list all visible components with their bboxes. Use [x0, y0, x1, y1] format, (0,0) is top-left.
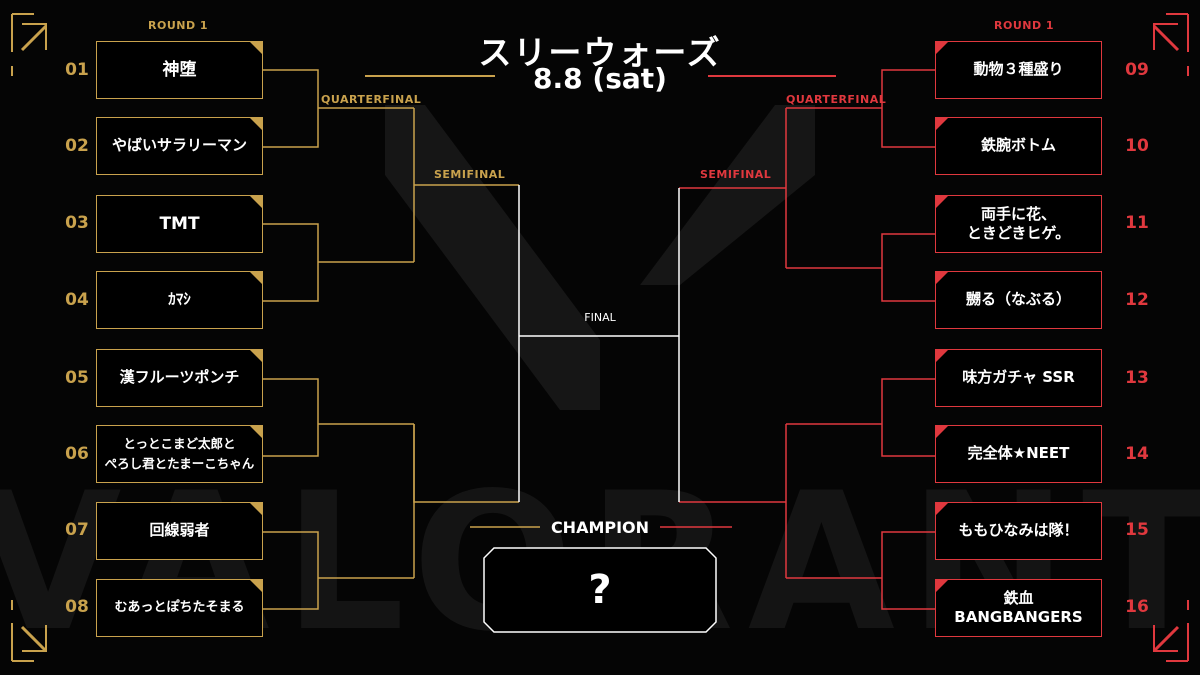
champion-box-frame: [483, 547, 717, 633]
champion-box: ?: [482, 547, 718, 633]
final-label: FINAL: [584, 311, 616, 324]
team-card-11[interactable]: 両手に花、 ときどきヒゲ。: [935, 195, 1102, 253]
team-name-02: やばいサラリーマン: [111, 136, 247, 155]
semifinal-label-left: SEMIFINAL: [434, 168, 506, 181]
team-name-16: 鉄血 BANGBANGERS: [954, 588, 1083, 627]
left-r1-connector-4: [263, 531, 319, 610]
team-card-05[interactable]: 漢フルーツポンチ: [96, 349, 263, 407]
team-name-08: むあっとぽちたそまる: [114, 599, 245, 615]
team-name-12: 嬲る（なぶる）: [965, 290, 1071, 309]
right-r1-connector-4: [881, 531, 935, 610]
team-card-13[interactable]: 味方ガチャ SSR: [935, 349, 1102, 407]
team-name-14: 完全体★NEET: [967, 444, 1070, 463]
team-card-14[interactable]: 完全体★NEET: [935, 425, 1102, 483]
left-r1-connector-3: [263, 378, 319, 457]
left-seed-1: 01: [65, 60, 89, 80]
team-card-04[interactable]: ｶﾏｼ: [96, 271, 263, 329]
left-seed-2: 02: [65, 136, 89, 156]
round1-label-right: ROUND 1: [994, 19, 1055, 32]
team-card-07[interactable]: 回線弱者: [96, 502, 263, 560]
team-card-02[interactable]: やばいサラリーマン: [96, 117, 263, 175]
corner-ornament-bottom-right: [1152, 600, 1189, 662]
corner-ornament-top-left: [11, 13, 48, 76]
champion-label: CHAMPION: [550, 518, 650, 537]
left-seed-5: 05: [65, 368, 89, 388]
team-name-11: 両手に花、 ときどきヒゲ。: [966, 204, 1071, 243]
team-name-01: 神堕: [162, 59, 197, 80]
right-seed-14: 14: [1125, 444, 1149, 464]
team-card-10[interactable]: 鉄腕ボトム: [935, 117, 1102, 175]
quarterfinal-label-left: QUARTERFINAL: [321, 93, 422, 106]
right-seed-11: 11: [1125, 213, 1149, 233]
left-r1-connector-2: [263, 223, 319, 302]
event-date: 8.8 (sat): [533, 62, 667, 95]
team-card-03[interactable]: TMT: [96, 195, 263, 253]
corner-ornament-bottom-left: [11, 600, 48, 662]
right-r1-connector-3: [881, 378, 935, 457]
team-name-06: とっとこまど太郎と ぺろし君とたまーこちゃん: [104, 436, 255, 471]
team-name-13: 味方ガチャ SSR: [962, 368, 1075, 387]
team-card-06[interactable]: とっとこまど太郎と ぺろし君とたまーこちゃん: [96, 425, 263, 483]
right-r1-connector-2: [881, 233, 935, 302]
corner-ornament-top-right: [1152, 13, 1189, 76]
team-card-08[interactable]: むあっとぽちたそまる: [96, 579, 263, 637]
right-seed-16: 16: [1125, 597, 1149, 617]
right-seed-15: 15: [1125, 520, 1149, 540]
left-sf-stub-2: [413, 424, 519, 503]
left-seed-4: 04: [65, 290, 89, 310]
semifinal-label-right: SEMIFINAL: [700, 168, 772, 181]
team-name-05: 漢フルーツポンチ: [119, 368, 240, 387]
left-seed-3: 03: [65, 213, 89, 233]
round1-label-left: ROUND 1: [148, 19, 209, 32]
team-card-16[interactable]: 鉄血 BANGBANGERS: [935, 579, 1102, 637]
team-card-12[interactable]: 嬲る（なぶる）: [935, 271, 1102, 329]
left-seed-6: 06: [65, 444, 89, 464]
left-seed-8: 08: [65, 597, 89, 617]
team-name-10: 鉄腕ボトム: [980, 136, 1056, 155]
right-seed-12: 12: [1125, 290, 1149, 310]
quarterfinal-label-right: QUARTERFINAL: [786, 93, 887, 106]
champion-value: ?: [588, 567, 612, 613]
team-name-15: ももひなみは隊！: [958, 521, 1079, 540]
right-seed-10: 10: [1125, 136, 1149, 156]
right-seed-9: 09: [1125, 60, 1149, 80]
left-seed-7: 07: [65, 520, 89, 540]
team-name-03: TMT: [159, 213, 200, 234]
team-name-07: 回線弱者: [149, 521, 210, 540]
team-card-01[interactable]: 神堕: [96, 41, 263, 99]
right-seed-13: 13: [1125, 368, 1149, 388]
team-name-09: 動物３種盛り: [973, 60, 1064, 79]
team-card-09[interactable]: 動物３種盛り: [935, 41, 1102, 99]
team-name-04: ｶﾏｼ: [168, 290, 191, 309]
team-card-15[interactable]: ももひなみは隊！: [935, 502, 1102, 560]
event-title: スリーウォーズ: [478, 33, 722, 72]
